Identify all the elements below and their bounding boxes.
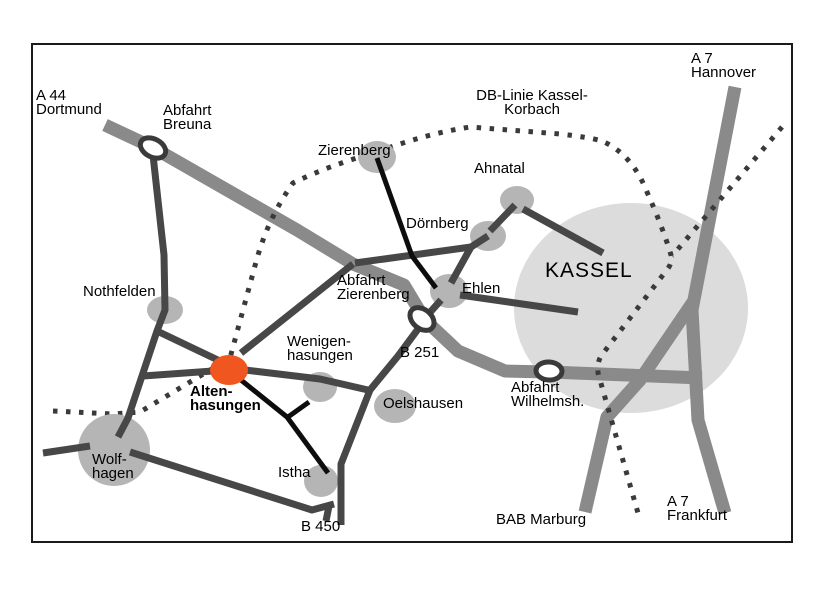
label-a44-dortmund: A 44 Dortmund <box>36 87 102 118</box>
label-zierenberg: Zierenberg <box>318 142 391 159</box>
road-bab-marburg <box>578 298 699 514</box>
road-b450 <box>337 318 427 525</box>
road-wolfhagen-west <box>42 442 91 457</box>
road-doernberg-ahnatal <box>487 202 518 234</box>
label-b450: B 450 <box>301 518 341 535</box>
road-altenhasungen-east <box>244 366 369 394</box>
road-breuna-wolfhagen <box>114 154 169 439</box>
road-b450-merge-stub <box>322 505 333 522</box>
road-ehlen-link <box>447 245 475 285</box>
label-abfahrt-breuna: Abfahrt Breuna <box>163 102 212 133</box>
label-wenigenhasungen: Wenigen- hasungen <box>287 333 353 364</box>
road-west-altenhasungen <box>142 367 214 380</box>
altenhasungen-marker <box>210 355 248 385</box>
road-ahnatal-kassel <box>521 205 605 257</box>
rail-db-line-kassel-korbach <box>52 124 674 521</box>
road-bend-altenhasungen <box>238 261 356 356</box>
road-a44-b251 <box>102 119 703 385</box>
town-zierenberg <box>358 141 396 173</box>
road-zierenberg-ehlen <box>374 157 438 290</box>
road-wolfhagen-b450 <box>128 448 335 514</box>
label-wolfhagen: Wolf- hagen <box>92 451 134 482</box>
town-oelshausen <box>374 389 416 423</box>
label-bab-marburg: BAB Marburg <box>496 511 587 528</box>
label-a7-hannover: A 7 Hannover <box>691 50 757 81</box>
label-oelshausen: Oelshausen <box>383 395 464 412</box>
label-db-linie: DB-Linie Kassel- Korbach <box>476 87 588 118</box>
label-abfahrt-zierenberg: Abfahrt Zierenberg <box>337 272 410 303</box>
label-altenhasungen: Alten- hasungen <box>190 383 261 414</box>
exit-symbol-zierenberg <box>407 305 437 333</box>
exit-symbol-wilhelmshoehe <box>533 359 565 383</box>
map-frame <box>31 43 793 543</box>
label-abfahrt-wilhelmsh: Abfahrt Wilhelmsh. <box>511 379 585 410</box>
road-a7 <box>685 85 742 515</box>
label-ahnatal: Ahnatal <box>474 160 525 177</box>
label-ehlen: Ehlen <box>462 280 501 297</box>
label-kassel: KASSEL <box>545 259 633 282</box>
road-altenhasungen-istha <box>234 374 331 475</box>
road-junction-altenhasungen <box>155 327 224 366</box>
town-istha <box>304 465 338 497</box>
road-ehlen-kassel <box>459 291 579 316</box>
road-spur-wenigenhasungen <box>286 399 311 420</box>
label-doernberg: Dörnberg <box>406 215 469 232</box>
exit-symbol-breuna <box>137 135 169 161</box>
label-b251: B 251 <box>400 344 440 361</box>
label-a7-frankfurt: A 7 Frankfurt <box>667 493 728 524</box>
road-doernberg-link <box>469 233 490 250</box>
rail-branch-northeast <box>670 125 784 258</box>
label-istha: Istha <box>278 464 311 481</box>
label-nothfelden: Nothfelden <box>83 283 156 300</box>
town-wolfhagen <box>78 414 150 486</box>
